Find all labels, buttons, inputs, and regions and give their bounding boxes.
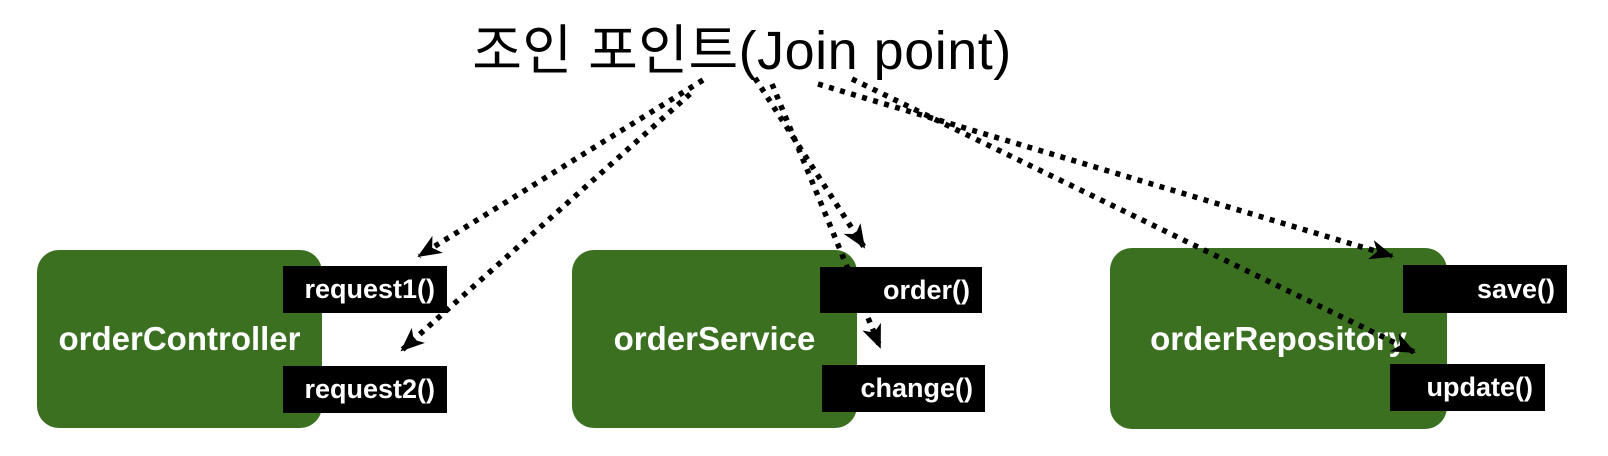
method-label-update: update()	[1390, 364, 1545, 411]
arrow-join-point-to-order	[752, 76, 867, 249]
method-label-change: change()	[822, 365, 985, 412]
method-label-order: order()	[820, 267, 982, 313]
component-box-orderservice: orderService	[572, 250, 857, 428]
component-name-ordercontroller: orderController	[58, 320, 301, 357]
arrow-join-point-to-save	[817, 81, 1394, 260]
method-label-request2: request2()	[283, 366, 447, 413]
arrow-join-point-to-request1	[417, 77, 705, 259]
method-label-save: save()	[1403, 265, 1567, 313]
diagram-title: 조인 포인트(Join point)	[472, 21, 1012, 81]
method-label-request1: request1()	[283, 266, 447, 313]
component-name-orderservice: orderService	[613, 320, 816, 357]
component-box-ordercontroller: orderController	[37, 250, 322, 428]
component-name-orderrepository: orderRepository	[1150, 319, 1407, 357]
